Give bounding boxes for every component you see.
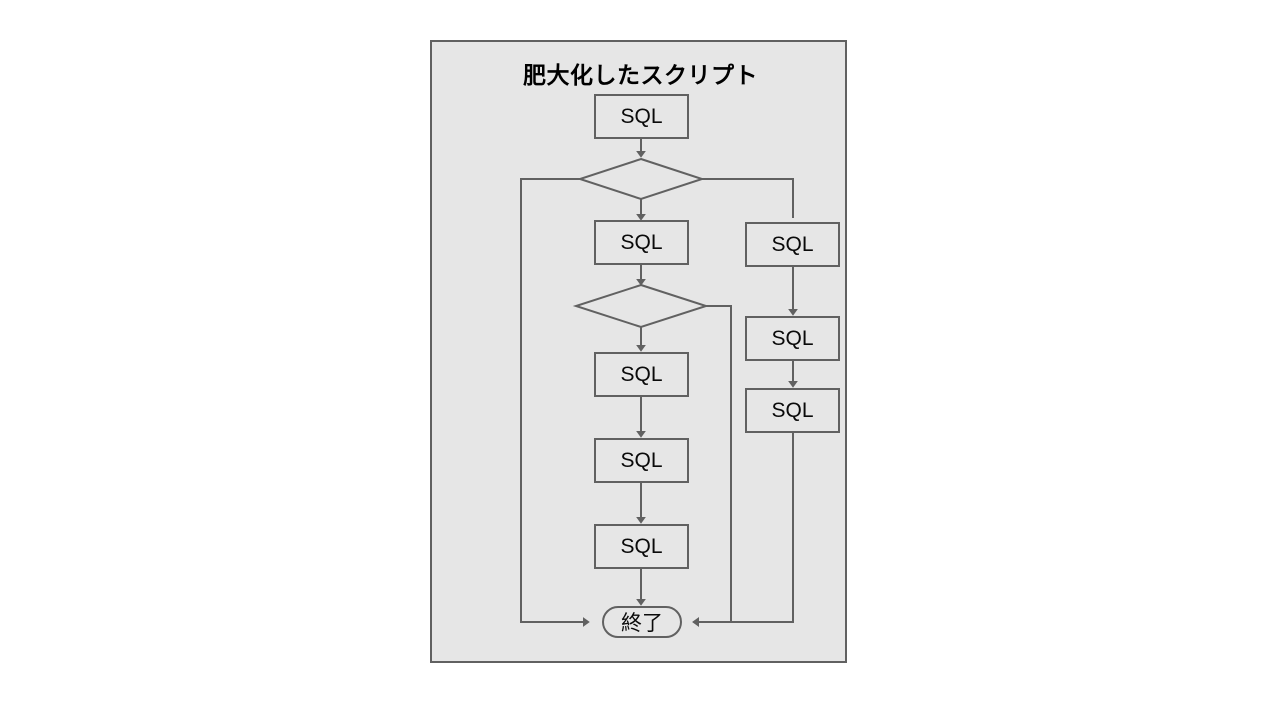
process-node-sql-2[interactable]: SQL [594,220,689,265]
process-node-sql-6[interactable]: SQL [745,222,840,267]
process-node-sql-7[interactable]: SQL [745,316,840,361]
page-title: 肥大化したスクリプト [523,63,758,89]
process-node-sql-3[interactable]: SQL [594,352,689,397]
process-node-sql-1[interactable]: SQL [594,94,689,139]
process-node-sql-5[interactable]: SQL [594,524,689,569]
process-node-sql-4[interactable]: SQL [594,438,689,483]
decision-node-2 [572,283,710,329]
edge-sql8-end [692,433,794,627]
edge-cond1-sql6 [702,178,794,218]
decision-node-1 [576,157,706,201]
edge-cond1-end-left [520,178,590,627]
flowchart-container: 肥大化したスクリプト [430,40,847,663]
process-node-sql-8[interactable]: SQL [745,388,840,433]
edge-cond2-end-right [692,305,732,627]
terminal-node-end[interactable]: 終了 [602,606,682,638]
